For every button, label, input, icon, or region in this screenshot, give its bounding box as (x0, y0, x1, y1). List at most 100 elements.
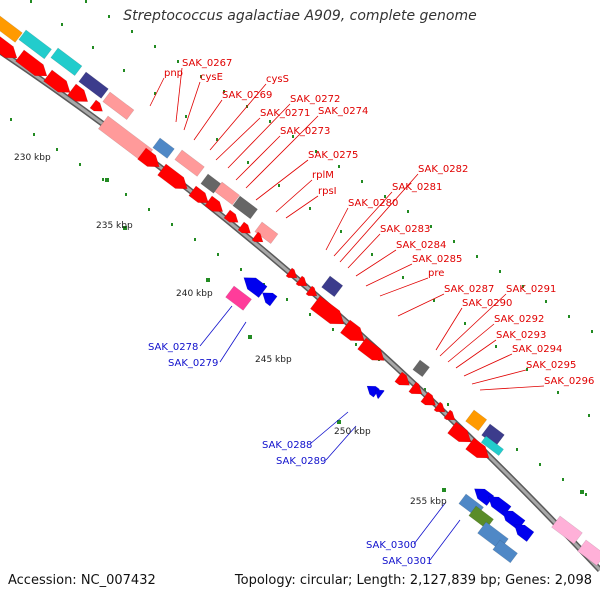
gene-feature (551, 515, 583, 545)
scale-tick (384, 195, 386, 198)
scale-label: 255 kbp (410, 497, 447, 507)
gene-leader-line (379, 277, 429, 297)
gene-label: SAK_0274 (318, 106, 368, 117)
major-scale-tick (206, 278, 210, 282)
scale-label: 250 kbp (334, 427, 371, 437)
scale-tick (407, 210, 409, 213)
genome-summary-text: Topology: circular; Length: 2,127,839 bp… (234, 573, 592, 588)
gene-label: SAK_0271 (260, 108, 310, 119)
gene-feature (474, 488, 495, 506)
scale-tick (217, 253, 219, 256)
scale-tick (269, 120, 271, 123)
gene-feature (0, 15, 23, 43)
gene-feature (237, 221, 251, 234)
scale-tick (171, 223, 173, 226)
gene-feature (89, 99, 103, 112)
gene-feature (174, 149, 205, 177)
gene-feature (443, 409, 456, 421)
gene-leader-line (209, 83, 267, 151)
gene-leader-line (227, 103, 291, 169)
gene-feature (214, 181, 240, 206)
gene-leader-line (245, 115, 319, 189)
gene-leader-line (175, 67, 183, 123)
gene-feature (492, 539, 518, 564)
gene-label: pre (428, 268, 444, 279)
gene-feature (412, 359, 430, 378)
scale-tick (522, 285, 524, 288)
gene-label: SAK_0292 (494, 314, 544, 325)
scale-tick (539, 463, 541, 466)
gene-feature (78, 71, 109, 99)
gene-leader-line (255, 159, 309, 201)
scale-tick (430, 225, 432, 228)
gene-feature (340, 319, 365, 342)
gene-feature (262, 292, 278, 307)
scale-tick (588, 414, 590, 417)
gene-leader-line (183, 81, 201, 131)
gene-feature (102, 91, 135, 120)
scale-tick (309, 313, 311, 316)
map-title: Streptococcus agalactiae A909, complete … (123, 8, 477, 24)
gene-leader-line (435, 307, 463, 351)
gene-leader-line (325, 425, 357, 461)
scale-tick (476, 255, 478, 258)
gene-leader-line (471, 369, 527, 385)
gene-leader-line (355, 249, 397, 277)
gene-feature (514, 524, 535, 542)
gene-leader-line (455, 339, 497, 369)
scale-tick (516, 448, 518, 451)
gene-feature (366, 385, 380, 398)
gene-label: SAK_0282 (418, 164, 468, 175)
gene-feature (243, 277, 268, 298)
scale-tick (33, 133, 35, 136)
gene-feature (0, 31, 18, 59)
gene-label: SAK_0289 (276, 456, 326, 467)
gene-leader-line (325, 207, 349, 251)
scale-tick (216, 138, 218, 141)
gene-label: SAK_0300 (366, 540, 416, 551)
gene-label: pnp (164, 68, 183, 79)
feature-layer (0, 15, 600, 566)
scale-tick (315, 150, 317, 153)
scale-label: 235 kbp (96, 221, 133, 231)
scale-tick (131, 30, 133, 33)
gene-label: SAK_0280 (348, 198, 398, 209)
gene-label: SAK_0287 (444, 284, 494, 295)
scale-tick (148, 208, 150, 211)
scale-label: 245 kbp (255, 355, 292, 365)
gene-leader-line (365, 263, 413, 287)
scale-tick (154, 92, 156, 95)
scale-tick (30, 0, 32, 3)
gene-feature (50, 47, 83, 76)
gene-feature (43, 69, 71, 93)
gene-feature (305, 285, 318, 297)
gene-feature (67, 83, 89, 102)
gene-feature (295, 275, 308, 287)
scale-tick (371, 253, 373, 256)
gene-label: SAK_0283 (380, 224, 430, 235)
gene-feature (157, 163, 188, 190)
gene-leader-line (275, 179, 313, 213)
scale-tick (194, 238, 196, 241)
gene-feature (225, 285, 252, 311)
scale-tick (92, 46, 94, 49)
gene-feature (254, 221, 279, 244)
scale-tick (102, 178, 104, 181)
scale-tick (495, 345, 497, 348)
scale-tick (545, 300, 547, 303)
tick-layer (10, 0, 593, 496)
scale-tick (499, 270, 501, 273)
gene-feature (285, 267, 298, 279)
gene-feature (15, 49, 48, 77)
scale-tick (340, 230, 342, 233)
gene-feature (408, 381, 423, 395)
gene-leader-line (219, 321, 247, 363)
gene-label: SAK_0295 (526, 360, 576, 371)
scale-tick (61, 23, 63, 26)
gene-leader-line (463, 353, 513, 377)
gene-label: SAK_0273 (280, 126, 330, 137)
gene-feature (420, 391, 436, 406)
gene-leader-line (149, 77, 165, 107)
gene-feature (433, 401, 446, 413)
